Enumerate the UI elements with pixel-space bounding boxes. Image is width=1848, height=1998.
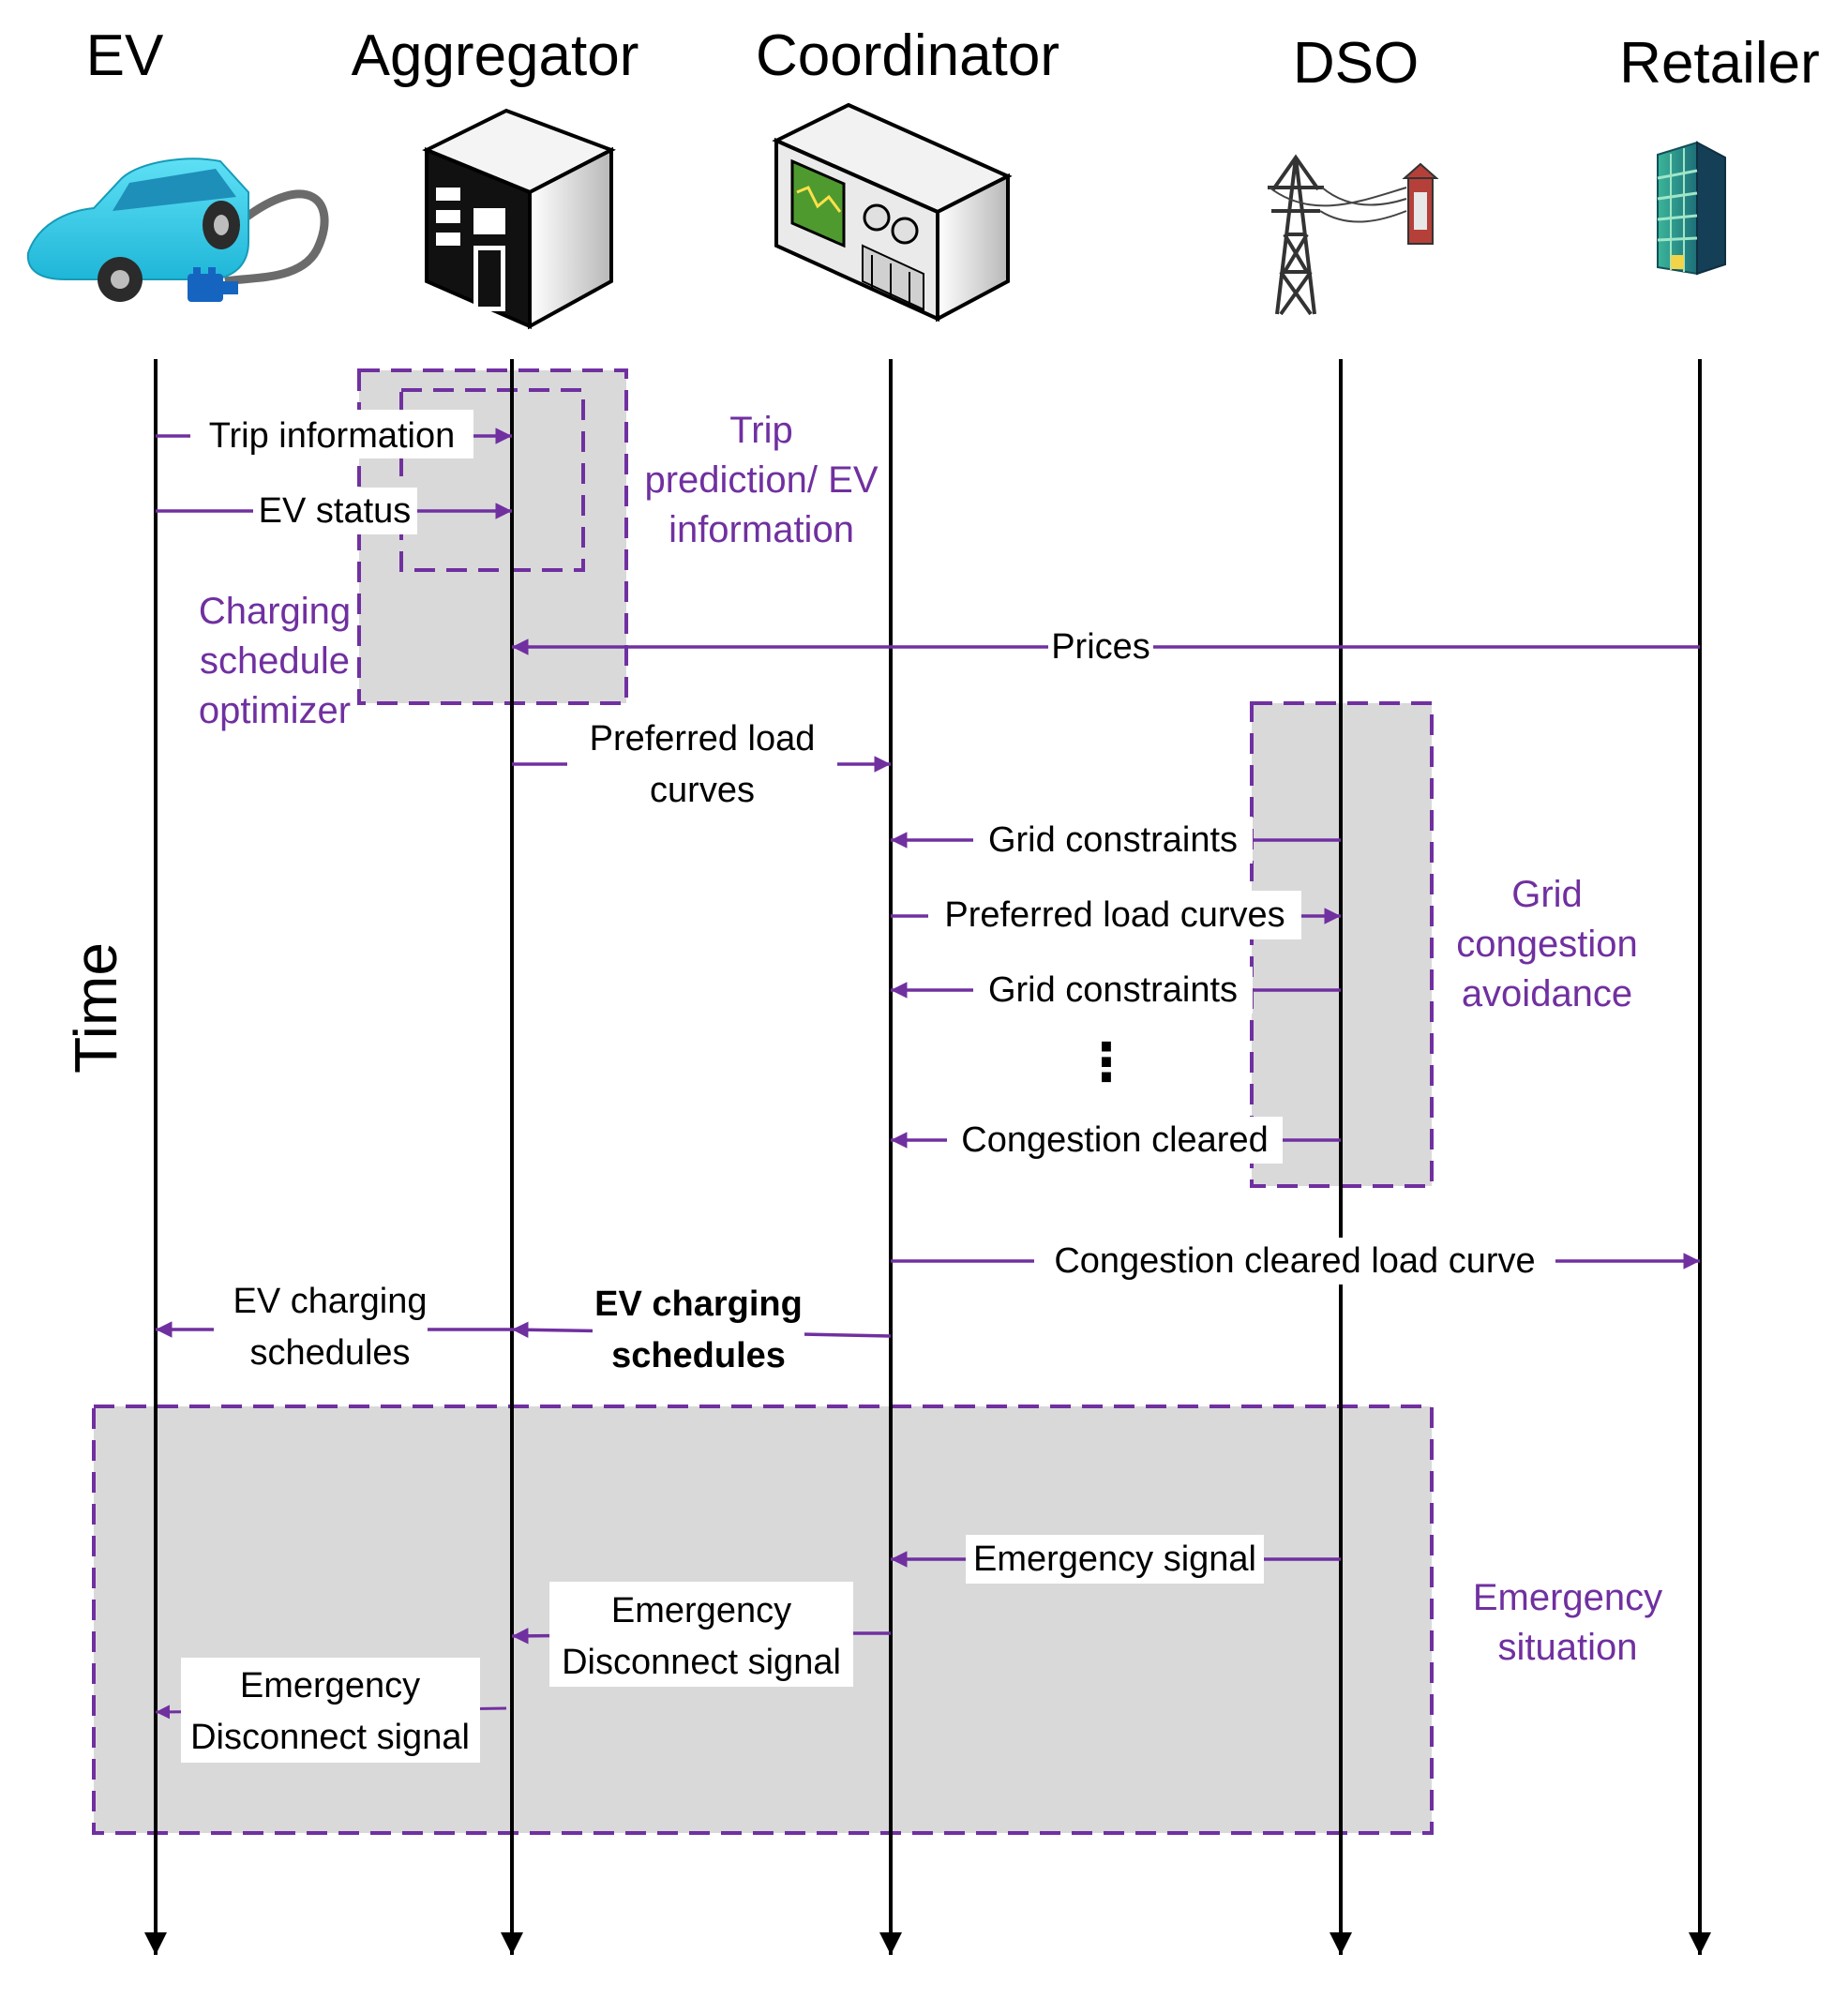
- label-grid-constraints-1: Grid constraints: [988, 820, 1238, 860]
- label-ev-charging-schedules-line2: schedules: [249, 1333, 410, 1373]
- group-label-trip-line3: information: [669, 509, 854, 550]
- label-ev-charging-schedules-bold-line2: schedules: [611, 1336, 786, 1375]
- group-label-trip-line2: prediction/ EV: [644, 459, 878, 501]
- label-emergency-disconnect-1-line2: Disconnect signal: [562, 1643, 841, 1682]
- label-bg-congestion-cleared: [947, 1117, 1283, 1164]
- actor-label-ev: EV: [86, 23, 164, 88]
- label-emergency-signal: Emergency signal: [973, 1540, 1256, 1579]
- label-bg-preferred-load-curves-1: [567, 713, 837, 816]
- label-preferred-load-curves-1-line1: Preferred load: [590, 719, 816, 759]
- label-emergency-disconnect-1-line1: Emergency: [611, 1591, 791, 1630]
- label-ev-status: EV status: [259, 491, 412, 531]
- ev-car-icon: [26, 158, 329, 302]
- label-bg-grid-constraints-1: [973, 817, 1253, 864]
- group-label-optimizer-line1: Charging: [199, 591, 351, 632]
- label-bg-congestion-cleared-load-curve: [1034, 1238, 1555, 1284]
- group-label-emergency-line2: situation: [1498, 1627, 1638, 1668]
- label-ev-charging-schedules-line1: EV charging: [233, 1282, 427, 1321]
- label-bg-trip-information: [190, 410, 473, 458]
- label-grid-constraints-2: Grid constraints: [988, 970, 1238, 1010]
- actor-label-retailer: Retailer: [1619, 31, 1820, 96]
- label-bg-prices: [1048, 623, 1153, 670]
- group-label-optimizer-line2: schedule: [200, 640, 350, 682]
- label-bg-ev-charging-schedules-bold: [593, 1283, 804, 1384]
- label-ev-charging-schedules-bold-line1: EV charging: [594, 1284, 803, 1324]
- label-bg-emergency-signal: [966, 1535, 1264, 1584]
- label-preferred-load-curves-2: Preferred load curves: [944, 895, 1285, 935]
- server-icon: [422, 108, 616, 330]
- label-trip-information: Trip information: [209, 416, 456, 456]
- label-bg-ev-status: [253, 488, 417, 534]
- label-bg-emergency-disconnect-2: [181, 1658, 480, 1763]
- ellipsis-more-messages: ⋮: [1080, 1032, 1133, 1091]
- label-bg-emergency-disconnect-1: [549, 1582, 853, 1687]
- label-preferred-load-curves-1-line2: curves: [650, 771, 755, 810]
- group-label-grid-line3: avoidance: [1462, 973, 1632, 1014]
- label-emergency-disconnect-2-line2: Disconnect signal: [190, 1718, 470, 1757]
- label-bg-preferred-load-curves-2: [928, 891, 1301, 939]
- label-bg-ev-charging-schedules: [214, 1283, 428, 1384]
- group-label-optimizer-line3: optimizer: [199, 690, 351, 731]
- office-building-icon: [1657, 141, 1726, 276]
- group-label-grid-line2: congestion: [1456, 924, 1637, 965]
- time-axis-label: Time: [62, 942, 129, 1074]
- label-prices: Prices: [1051, 627, 1150, 667]
- group-label-grid-line1: Grid: [1511, 874, 1583, 915]
- label-emergency-disconnect-2-line1: Emergency: [240, 1666, 420, 1705]
- label-congestion-cleared-load-curve: Congestion cleared load curve: [1054, 1241, 1535, 1281]
- actor-label-dso: DSO: [1293, 31, 1419, 96]
- group-label-emergency-line1: Emergency: [1473, 1577, 1662, 1618]
- actor-label-aggregator: Aggregator: [352, 23, 639, 88]
- group-label-trip-line1: Trip: [729, 410, 792, 451]
- power-tower-icon: [1268, 154, 1439, 316]
- label-bg-grid-constraints-2: [973, 967, 1253, 1014]
- actor-label-coordinator: Coordinator: [756, 23, 1059, 88]
- label-congestion-cleared: Congestion cleared: [961, 1120, 1268, 1160]
- controller-device-icon: [772, 102, 1013, 323]
